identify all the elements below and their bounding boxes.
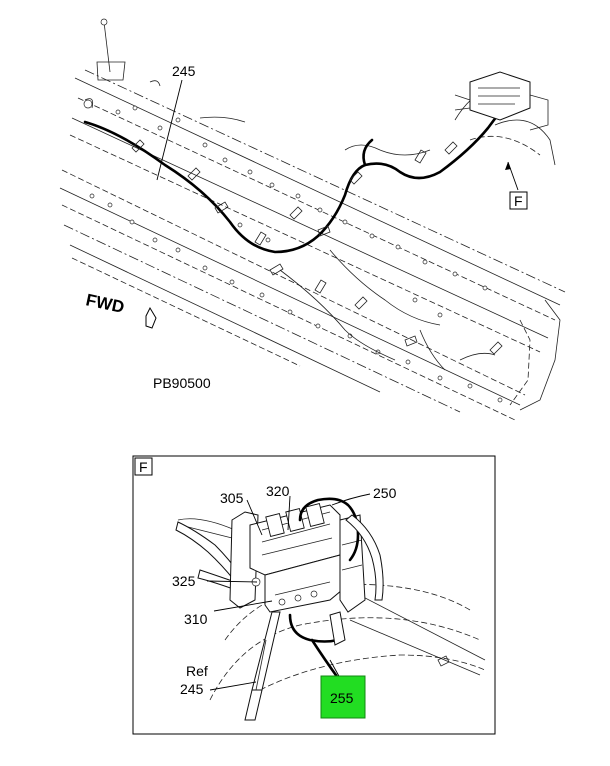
harness-245: [83, 96, 512, 254]
frame-holes: [89, 105, 503, 403]
leader-arrowhead: [505, 162, 511, 170]
top-view-drawing: [59, 18, 566, 421]
rear-crossmember: [469, 119, 561, 411]
callout-ref-label: Ref: [186, 663, 208, 679]
fwd-arrow-icon: [145, 306, 157, 329]
callout-305: 305: [220, 490, 244, 506]
detail-title: F: [139, 459, 148, 475]
part-number: PB90500: [153, 375, 211, 391]
detail-view-f: F: [132, 455, 496, 735]
detail-harnesses: [244, 497, 384, 721]
harness-clips: [131, 139, 503, 355]
view-marker-label: F: [514, 193, 523, 209]
callout-320: 320: [266, 483, 290, 499]
leader-245: [156, 79, 183, 181]
callout-255: 255: [330, 690, 354, 706]
ground-cable: [83, 18, 161, 109]
highlight-box-255: [320, 675, 366, 719]
callout-310: 310: [184, 611, 208, 627]
lower-frame-rail: [59, 169, 526, 421]
view-marker-box: [509, 191, 528, 210]
detail-leaders: [206, 493, 371, 691]
callout-245-top: 245: [172, 63, 196, 79]
callout-250: 250: [373, 485, 397, 501]
detail-module: [229, 503, 366, 613]
detail-title-box: [134, 457, 153, 476]
detail-hoses: [175, 521, 450, 667]
fwd-label: FWD: [84, 290, 126, 317]
callout-245-ref: 245: [180, 681, 204, 697]
module-bracket-top: [454, 71, 549, 131]
callout-325: 325: [172, 573, 196, 589]
